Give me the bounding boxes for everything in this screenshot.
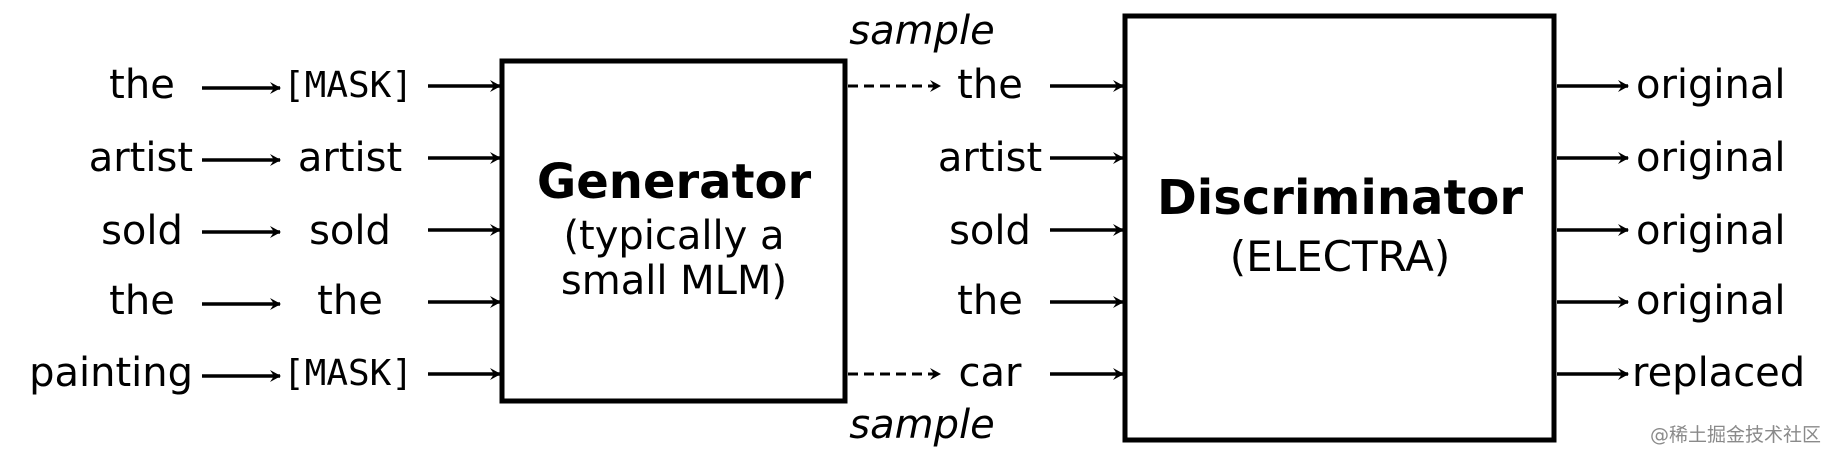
masked-token-5: [MASK] bbox=[282, 353, 414, 394]
sampled-token-5: car bbox=[958, 350, 1022, 396]
sample-label-top: sample bbox=[849, 8, 995, 54]
output-label-4: original bbox=[1636, 278, 1786, 324]
output-label-1: original bbox=[1636, 62, 1786, 108]
discriminator-subtitle: (ELECTRA) bbox=[1229, 232, 1451, 281]
discriminator-box bbox=[1122, 13, 1557, 443]
discriminator-title: Discriminator bbox=[1156, 170, 1524, 226]
generator-subtitle: (typically a small MLM) bbox=[560, 213, 788, 304]
output-label-3: original bbox=[1636, 208, 1786, 254]
input-token-2: artist bbox=[88, 135, 193, 181]
generator-title: Generator bbox=[536, 154, 812, 210]
input-token-1: the bbox=[109, 62, 175, 108]
input-token-4: the bbox=[109, 278, 175, 324]
sampled-token-4: the bbox=[957, 278, 1023, 324]
output-label-5: replaced bbox=[1632, 350, 1806, 396]
input-token-3: sold bbox=[101, 208, 183, 254]
watermark-text: @稀土掘金技术社区 bbox=[1650, 424, 1822, 446]
sample-label-bottom: sample bbox=[849, 402, 995, 448]
masked-token-1: [MASK] bbox=[282, 65, 414, 106]
masked-token-4: the bbox=[317, 278, 383, 324]
generator-box bbox=[499, 58, 848, 404]
masked-token-3: sold bbox=[309, 208, 391, 254]
input-token-5: painting bbox=[29, 350, 193, 396]
sampled-token-1: the bbox=[957, 62, 1023, 108]
sampled-token-3: sold bbox=[949, 208, 1031, 254]
masked-token-2: artist bbox=[297, 135, 403, 181]
sampled-token-2: artist bbox=[937, 135, 1043, 181]
output-label-2: original bbox=[1636, 135, 1786, 181]
